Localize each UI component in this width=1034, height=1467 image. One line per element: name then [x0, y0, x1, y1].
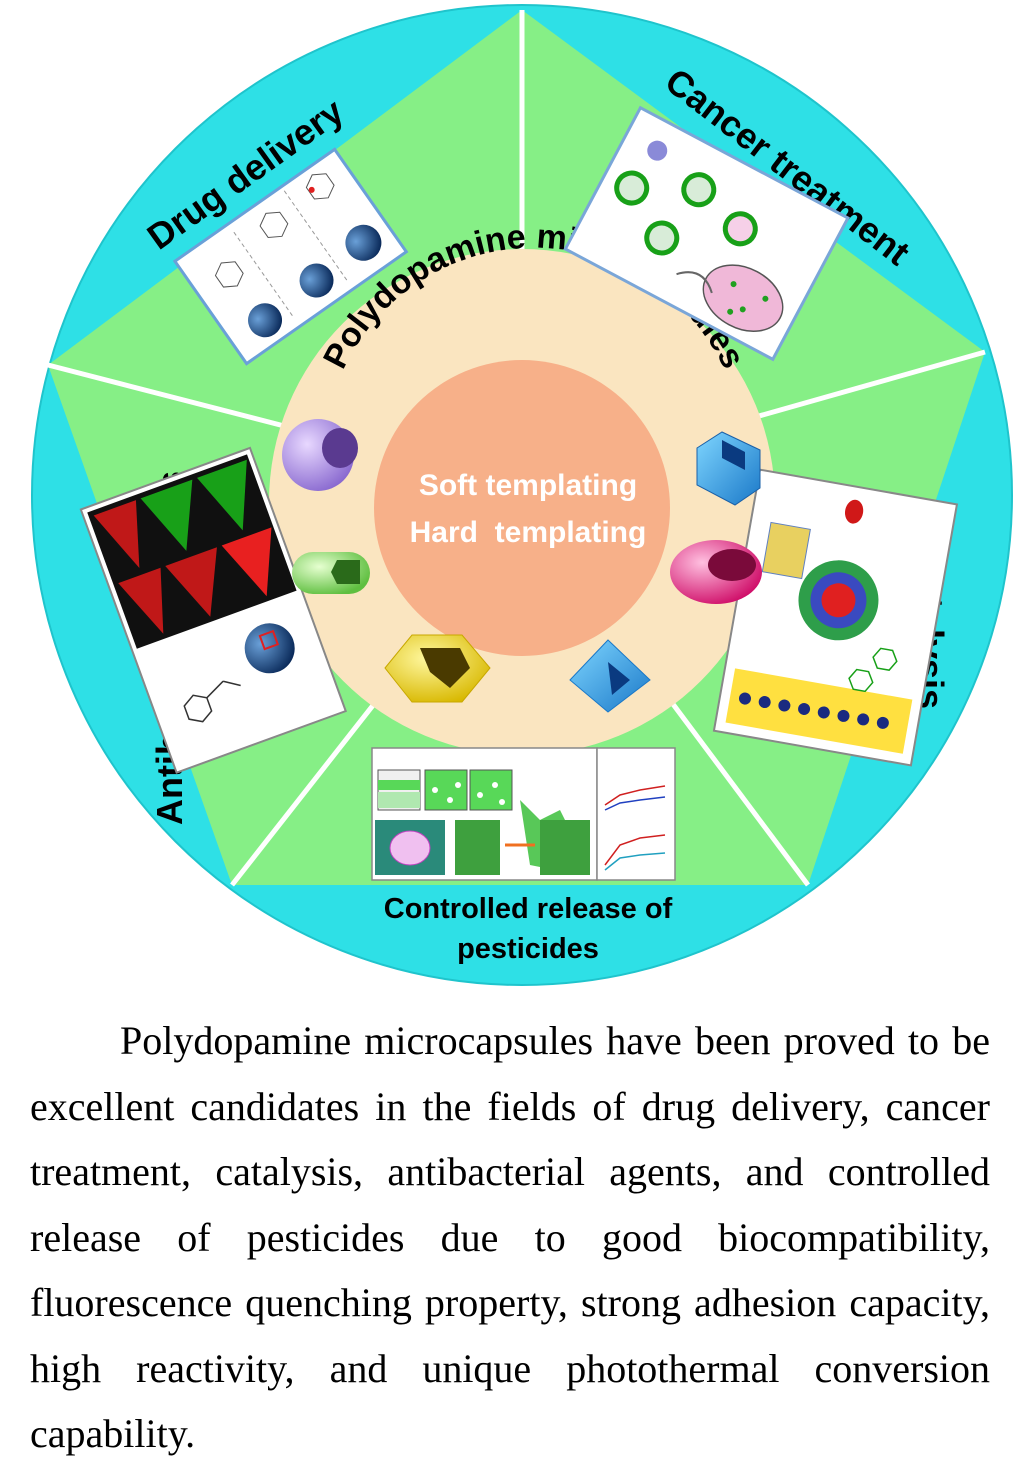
caption-text: Polydopamine microcapsules have been pro… [30, 1018, 990, 1456]
pesticides-label-line-1: Controlled release of [384, 893, 673, 925]
pesticides-charts-inset [596, 747, 676, 881]
core-line-1: Soft templating [419, 469, 637, 502]
core-circle [374, 360, 670, 656]
pesticides-label-line-2: pesticides [457, 933, 599, 965]
cancer-treatment-inset [563, 105, 850, 362]
purple-sphere-capsule [282, 419, 358, 491]
yellow-polyhedron-capsule [384, 634, 491, 703]
green-rod-capsule [292, 552, 370, 594]
drug-delivery-inset [172, 147, 409, 366]
core-line-2: Hard templating [410, 516, 647, 549]
blue-octahedron-capsule [569, 639, 651, 713]
blue-cube-capsule [696, 431, 761, 506]
catalysis-inset [712, 468, 959, 767]
antibacterial-inset [79, 446, 348, 774]
pesticides-inset [371, 747, 598, 881]
polydopamine-applications-diagram: Soft templating Hard templating Polydopa… [31, 4, 1013, 986]
sector-dividers [47, 10, 986, 887]
pink-bowl-capsule [670, 540, 762, 604]
